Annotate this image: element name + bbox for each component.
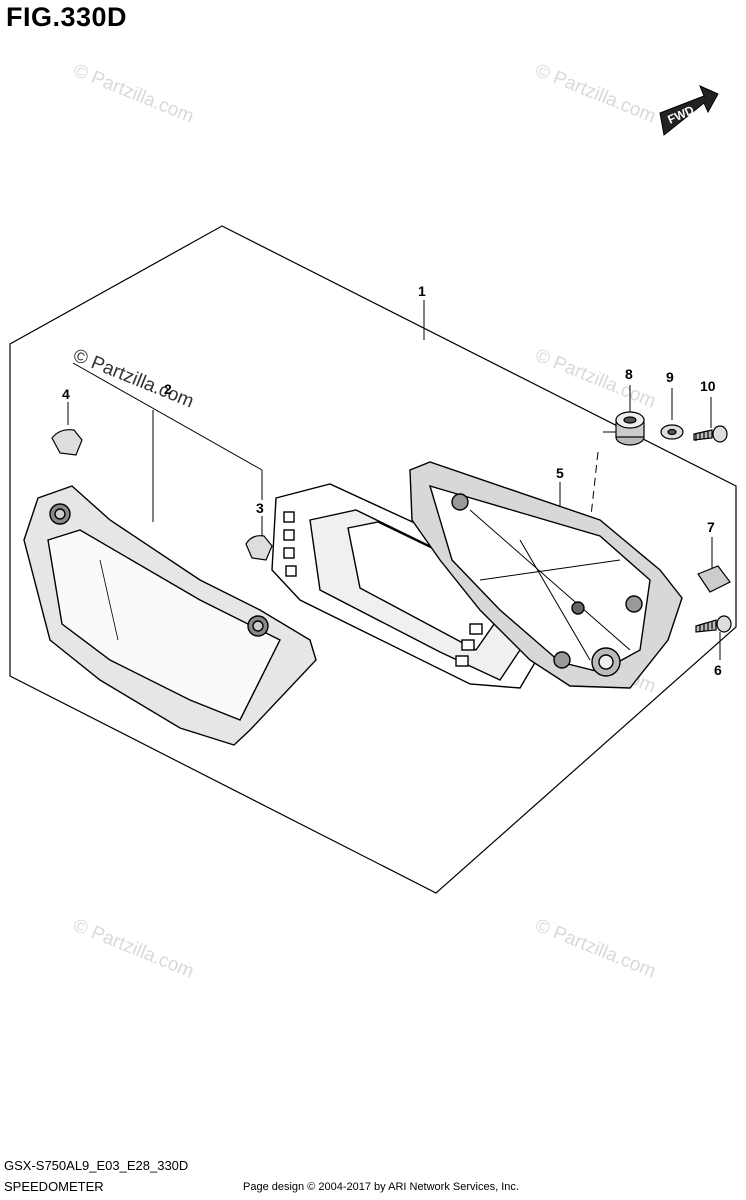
- fwd-label: FWD: [666, 103, 697, 127]
- screw-part-6: [695, 615, 732, 633]
- callout-5: 5: [556, 465, 564, 481]
- callout-10: 10: [700, 378, 716, 394]
- washer-part-9: [660, 424, 684, 440]
- diagram-name: SPEEDOMETER: [4, 1179, 104, 1194]
- grommet-part-8: [615, 411, 645, 446]
- callout-2: 2: [164, 381, 172, 397]
- diagram-code: GSX-S750AL9_E03_E28_330D: [4, 1158, 189, 1173]
- callout-6: 6: [714, 662, 722, 678]
- copyright-text: Page design © 2004-2017 by ARI Network S…: [243, 1181, 519, 1193]
- clip-part-7: [697, 565, 731, 593]
- meter-cover-part-2: [23, 485, 317, 746]
- cap-part-3: [245, 535, 273, 561]
- callout-8: 8: [625, 366, 633, 382]
- callout-4: 4: [62, 386, 70, 402]
- rear-housing-part-5: [409, 461, 683, 689]
- callout-9: 9: [666, 369, 674, 385]
- fwd-arrow: FWD: [659, 85, 719, 136]
- screw-part-10: [693, 425, 728, 443]
- kit-boundary: [9, 225, 737, 894]
- callout-7: 7: [707, 519, 715, 535]
- display-frame: [271, 483, 561, 689]
- figure-title: FIG.330D: [6, 2, 128, 32]
- callout-1: 1: [418, 283, 426, 299]
- cap-part-4: [51, 429, 83, 456]
- callout-3: 3: [256, 500, 264, 516]
